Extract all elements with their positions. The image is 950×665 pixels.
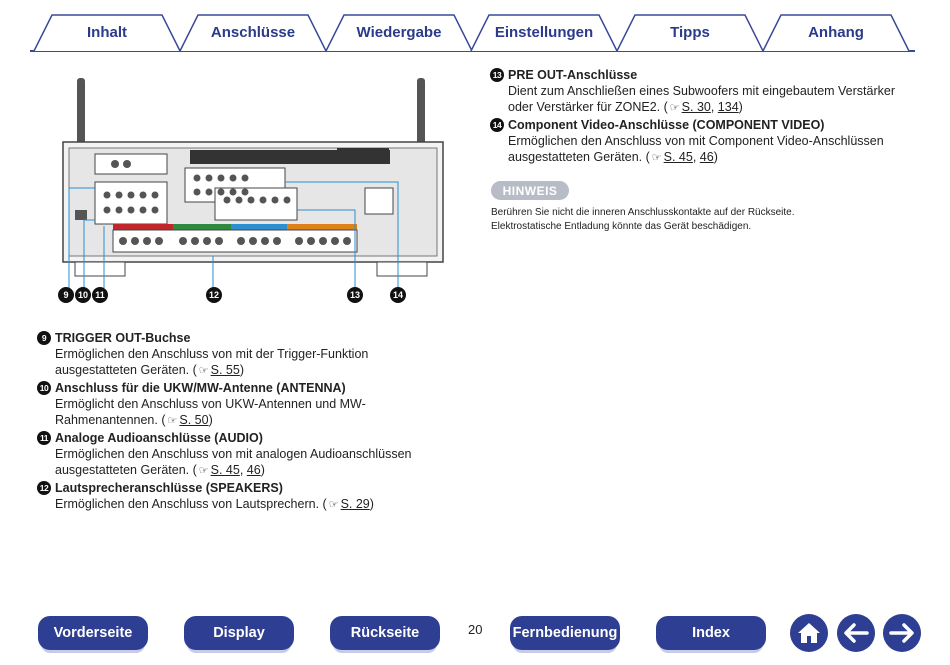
- tab-wiedergabe[interactable]: Wiedergabe: [324, 14, 474, 51]
- callout-11: 11: [92, 287, 108, 303]
- tab-label: Anhang: [808, 23, 864, 41]
- item-number: 9: [37, 331, 51, 345]
- desc-line: Ermöglichen den Anschluss von mit analog…: [55, 447, 412, 461]
- desc-line: Dient zum Anschließen eines Subwoofers m…: [508, 84, 895, 98]
- page-link[interactable]: 46: [246, 463, 261, 477]
- item-14: 14 Component Video-Anschlüsse (COMPONENT …: [490, 117, 884, 166]
- page-ref-icon: ☞: [328, 499, 339, 511]
- arrow-left-icon: [844, 623, 869, 643]
- item-title: Component Video-Anschlüsse (COMPONENT VI…: [508, 118, 825, 132]
- desc-end: ): [738, 100, 743, 114]
- tab-label: Wiedergabe: [356, 23, 442, 41]
- tab-anhang[interactable]: Anhang: [761, 14, 911, 51]
- item-title: Anschluss für die UKW/MW-Antenne (ANTENN…: [55, 381, 346, 395]
- diagram-callout-14: 14: [390, 287, 406, 303]
- tab-label: Einstellungen: [494, 23, 594, 41]
- desc-end: ): [260, 463, 265, 477]
- page-link[interactable]: S. 45: [663, 150, 693, 164]
- home-icon: [798, 623, 820, 643]
- page-link[interactable]: S. 29: [340, 497, 370, 511]
- desc-end: ): [713, 150, 718, 164]
- page-link[interactable]: S. 50: [179, 413, 209, 427]
- nav-index-button[interactable]: Index: [656, 616, 766, 650]
- desc-line: ausgestatteten Geräten. (: [508, 150, 650, 164]
- item-title: TRIGGER OUT-Buchse: [55, 331, 191, 345]
- desc-line: Ermöglichen den Anschluss von mit Compon…: [508, 134, 884, 148]
- item-title: Analoge Audioanschlüsse (AUDIO): [55, 431, 263, 445]
- page-link[interactable]: 46: [699, 150, 714, 164]
- page-ref-icon: ☞: [198, 365, 209, 377]
- page-ref-icon: ☞: [167, 415, 178, 427]
- desc-line: Ermöglicht den Anschluss von UKW-Antenne…: [55, 397, 366, 411]
- desc-line: Ermöglichen den Anschluss von Lautsprech…: [55, 497, 327, 511]
- callout-13: 13: [347, 287, 363, 303]
- item-title: Lautsprecheranschlüsse (SPEAKERS): [55, 481, 283, 495]
- tab-anschluesse[interactable]: Anschlüsse: [178, 14, 328, 51]
- callout-14: 14: [390, 287, 406, 303]
- item-number: 12: [37, 481, 51, 495]
- desc-end: ): [208, 413, 213, 427]
- item-description: Ermöglichen den Anschluss von Lautsprech…: [55, 496, 374, 513]
- desc-line: Rahmenantennen. (: [55, 413, 166, 427]
- note-badge: HINWEIS: [491, 181, 569, 200]
- page-link[interactable]: S. 30: [681, 100, 711, 114]
- top-tab-bar: Inhalt Anschlüsse Wiedergabe Einstellung…: [0, 0, 950, 56]
- item-description: Ermöglichen den Anschluss von mit der Tr…: [55, 346, 368, 379]
- desc-end: ): [239, 363, 244, 377]
- item-number: 14: [490, 118, 504, 132]
- note-text: Berühren Sie nicht die inneren Anschluss…: [491, 206, 911, 234]
- desc-line: oder Verstärker für ZONE2. (: [508, 100, 668, 114]
- tab-einstellungen[interactable]: Einstellungen: [469, 14, 619, 51]
- note-line: Berühren Sie nicht die inneren Anschluss…: [491, 207, 795, 218]
- item-description: Dient zum Anschließen eines Subwoofers m…: [508, 84, 895, 114]
- page-link[interactable]: S. 45: [210, 463, 240, 477]
- nav-vorderseite-button[interactable]: Vorderseite: [38, 616, 148, 650]
- diagram-callout-13: 13: [347, 287, 363, 303]
- item-title: PRE OUT-Anschlüsse: [508, 68, 638, 82]
- item-13: 13 PRE OUT-Anschlüsse Dient zum Anschließ…: [490, 67, 895, 116]
- diagram-callouts-left: 9 10 11: [58, 287, 108, 303]
- item-number: 11: [37, 431, 51, 445]
- page-ref-icon: ☞: [669, 102, 680, 114]
- tab-inhalt[interactable]: Inhalt: [32, 14, 182, 51]
- home-button[interactable]: [790, 614, 828, 652]
- forward-button[interactable]: [883, 614, 921, 652]
- page-ref-icon: ☞: [198, 465, 209, 477]
- rear-panel-diagram: [55, 60, 455, 310]
- item-description: Ermöglichen den Anschluss von mit analog…: [55, 447, 412, 477]
- diagram-callout-12: 12: [206, 287, 222, 303]
- item-12: 12 Lautsprecheranschlüsse (SPEAKERS) Ermö…: [37, 480, 374, 513]
- arrow-right-icon: [889, 623, 914, 643]
- callout-12: 12: [206, 287, 222, 303]
- item-number: 13: [490, 68, 504, 82]
- tab-label: Inhalt: [87, 23, 127, 41]
- desc-line: ausgestatteten Geräten. (: [55, 363, 197, 377]
- item-description: Ermöglichen den Anschluss von mit Compon…: [508, 134, 884, 164]
- item-number: 10: [37, 381, 51, 395]
- tab-label: Tipps: [670, 23, 710, 41]
- callout-10: 10: [75, 287, 91, 303]
- item-10: 10 Anschluss für die UKW/MW-Antenne (ANTE…: [37, 380, 366, 429]
- tab-underline: [30, 50, 915, 52]
- back-button[interactable]: [837, 614, 875, 652]
- desc-line: Ermöglichen den Anschluss von mit der Tr…: [55, 347, 369, 361]
- note-line: Elektrostatische Entladung könnte das Ge…: [491, 221, 752, 232]
- page-link[interactable]: 134: [717, 100, 739, 114]
- nav-rueckseite-button[interactable]: Rückseite: [330, 616, 440, 650]
- nav-fernbedienung-button[interactable]: Fernbedienung: [510, 616, 620, 650]
- nav-display-button[interactable]: Display: [184, 616, 294, 650]
- item-9: 9 TRIGGER OUT-Buchse Ermöglichen den Ansc…: [37, 330, 368, 379]
- desc-end: ): [369, 497, 374, 511]
- page-ref-icon: ☞: [651, 152, 662, 164]
- tab-label: Anschlüsse: [210, 23, 296, 41]
- page-link[interactable]: S. 55: [210, 363, 240, 377]
- item-11: 11 Analoge Audioanschlüsse (AUDIO) Ermögl…: [37, 430, 411, 479]
- tab-tipps[interactable]: Tipps: [615, 14, 765, 51]
- callout-9: 9: [58, 287, 74, 303]
- desc-line: ausgestatteten Geräten. (: [55, 463, 197, 477]
- item-description: Ermöglicht den Anschluss von UKW-Antenne…: [55, 396, 366, 429]
- page-number: 20: [468, 622, 483, 637]
